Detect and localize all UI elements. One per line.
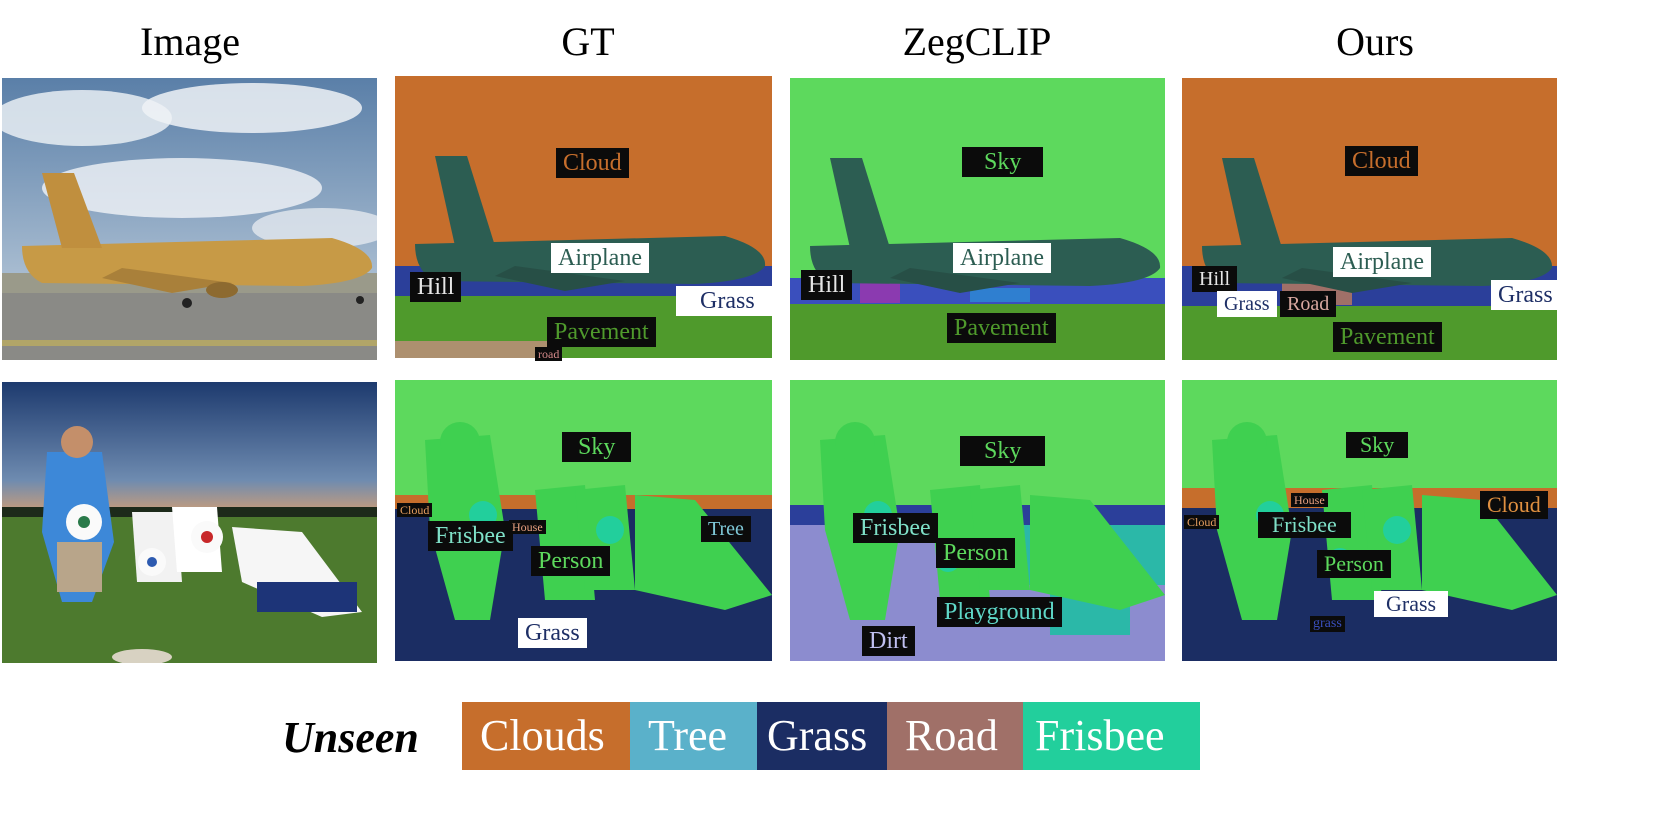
legend-title: Unseen <box>282 713 419 762</box>
row2-gt-label-person: Person <box>531 546 611 576</box>
row1-ours-label-cloud: Cloud <box>1345 146 1418 176</box>
row1-ours-label-hill: Hill <box>1192 266 1238 292</box>
row2-zegclip-label-playground: Playground <box>937 597 1062 627</box>
legend-swatch-frisbee: Frisbee <box>1023 702 1200 770</box>
row1-gt-label-airplane: Airplane <box>551 243 649 273</box>
legend: Clouds Tree Grass Road Frisbee <box>462 702 1200 770</box>
column-title-image: Image <box>140 19 240 64</box>
row2-ours-label-grass: Grass <box>1374 591 1449 617</box>
row1-ours-label-pavement: Pavement <box>1333 322 1442 352</box>
row2-ours-label-grass-small: grass <box>1310 616 1345 632</box>
row2-gt-label-tree: Tree <box>701 516 751 542</box>
row1-zegclip-label-airplane: Airplane <box>953 243 1051 273</box>
row1-ours-label-road: Road <box>1280 291 1337 317</box>
column-title-gt: GT <box>561 19 615 64</box>
row2-gt-label-house: House <box>509 520 546 534</box>
row2-ours-label-cloud-right: Cloud <box>1480 491 1548 519</box>
legend-swatch-grass: Grass <box>757 702 887 770</box>
row1-ours-label-airplane: Airplane <box>1333 247 1431 277</box>
row1-gt-label-grass: Grass <box>676 286 779 316</box>
legend-swatch-tree: Tree <box>630 702 757 770</box>
column-title-zegclip: ZegCLIP <box>902 19 1052 64</box>
row2-gt-label-frisbee: Frisbee <box>428 521 513 551</box>
row2-ours-segmentation <box>1182 380 1557 661</box>
row2-zegclip-label-person: Person <box>936 538 1016 568</box>
row1-gt-label-road: road <box>535 347 563 361</box>
row1-input-image <box>2 78 377 360</box>
legend-swatch-clouds: Clouds <box>462 702 630 770</box>
row2-ours-label-cloud-left: Cloud <box>1184 515 1220 529</box>
row1-gt-label-pavement: Pavement <box>547 317 656 347</box>
row1-ours-label-grass-right: Grass <box>1491 280 1560 310</box>
column-title-ours: Ours <box>1336 19 1414 64</box>
row2-ours-label-frisbee: Frisbee <box>1258 512 1351 538</box>
row2-ours-label-person: Person <box>1317 550 1391 578</box>
row1-zegclip-label-hill: Hill <box>801 270 853 300</box>
row1-gt-label-cloud: Cloud <box>556 148 629 178</box>
row2-zegclip-label-dirt: Dirt <box>862 626 915 656</box>
row2-input-image <box>2 382 377 663</box>
row1-zegclip-label-pavement: Pavement <box>947 313 1056 343</box>
row2-gt-label-sky: Sky <box>562 432 632 462</box>
row1-ours-segmentation <box>1182 78 1557 360</box>
row2-zegclip-label-sky: Sky <box>960 436 1046 466</box>
row2-ours-label-house: House <box>1291 493 1328 507</box>
row1-gt-label-hill: Hill <box>410 272 462 302</box>
legend-swatch-road: Road <box>887 702 1023 770</box>
row2-gt-label-grass: Grass <box>518 618 587 648</box>
row1-ours-label-grass: Grass <box>1217 291 1277 317</box>
row1-zegclip-label-sky: Sky <box>962 147 1044 177</box>
row2-gt-label-cloud: Cloud <box>397 503 433 517</box>
row2-zegclip-label-frisbee: Frisbee <box>853 513 938 543</box>
row2-ours-label-sky: Sky <box>1346 432 1409 458</box>
